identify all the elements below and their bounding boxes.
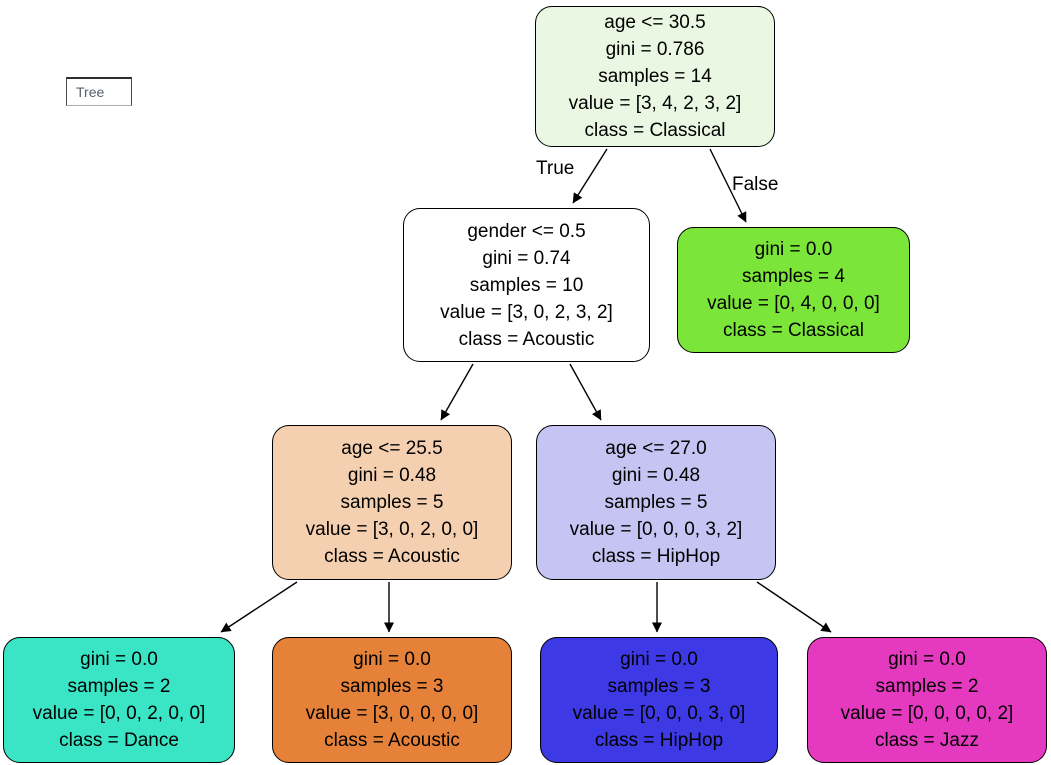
node-samples: samples = 2: [67, 676, 171, 697]
node-value: value = [0, 0, 0, 3, 0]: [572, 703, 746, 724]
node-class: class = Acoustic: [324, 546, 460, 567]
node-gini: gini = 0.0: [754, 239, 833, 260]
node-gini: gini = 0.48: [347, 465, 437, 486]
edge-gender-to-age270: [569, 363, 602, 421]
node-gender-split: gender <= 0.5 gini = 0.74 samples = 10 v…: [403, 208, 650, 362]
node-class: class = Acoustic: [458, 328, 595, 350]
node-split-rule: age <= 30.5: [604, 12, 706, 33]
node-class: class = HipHop: [594, 730, 724, 751]
node-split-rule: age <= 27.0: [605, 438, 707, 459]
node-leaf-acoustic: gini = 0.0 samples = 3 value = [3, 0, 0,…: [272, 637, 512, 763]
node-value: value = [0, 0, 0, 3, 2]: [569, 519, 743, 540]
node-samples: samples = 10: [469, 274, 584, 296]
node-samples: samples = 4: [742, 266, 845, 287]
node-gini: gini = 0.74: [482, 247, 571, 269]
node-value: value = [0, 0, 0, 0, 2]: [840, 703, 1014, 724]
node-class: class = Acoustic: [324, 730, 460, 751]
node-class: class = Classical: [584, 120, 726, 141]
node-class: class = Classical: [723, 320, 864, 341]
node-samples: samples = 14: [598, 66, 712, 87]
edge-age270-to-jazz: [756, 581, 832, 633]
node-age270-split: age <= 27.0 gini = 0.48 samples = 5 valu…: [536, 425, 776, 580]
node-class: class = Dance: [59, 730, 179, 751]
node-value: value = [3, 0, 2, 0, 0]: [305, 519, 479, 540]
node-split-rule: gender <= 0.5: [467, 220, 586, 242]
node-class: class = Jazz: [874, 730, 979, 751]
node-gini: gini = 0.786: [605, 39, 705, 60]
node-gini: gini = 0.0: [888, 649, 966, 670]
edge-gender-to-age255: [440, 363, 474, 421]
node-age255-split: age <= 25.5 gini = 0.48 samples = 5 valu…: [272, 425, 512, 580]
node-value: value = [3, 0, 2, 3, 2]: [440, 301, 613, 323]
edge-label-false: False: [732, 174, 779, 195]
node-samples: samples = 3: [340, 676, 444, 697]
tree-label: Tree: [76, 84, 105, 100]
edge-label-true: True: [536, 158, 575, 179]
node-value: value = [3, 4, 2, 3, 2]: [568, 93, 742, 114]
node-value: value = [0, 4, 0, 0, 0]: [707, 293, 880, 314]
node-leaf-jazz: gini = 0.0 samples = 2 value = [0, 0, 0,…: [807, 637, 1047, 763]
node-leaf-classical: gini = 0.0 samples = 4 value = [0, 4, 0,…: [677, 227, 910, 353]
node-value: value = [0, 0, 2, 0, 0]: [32, 703, 206, 724]
tree-label-box: Tree: [66, 77, 132, 106]
node-root: age <= 30.5 gini = 0.786 samples = 14 va…: [535, 6, 775, 147]
node-gini: gini = 0.0: [353, 649, 431, 670]
node-samples: samples = 2: [875, 676, 979, 697]
node-samples: samples = 5: [604, 492, 708, 513]
edge-age255-to-dance: [220, 581, 298, 633]
node-class: class = HipHop: [591, 546, 721, 567]
edge-root-to-classical: [709, 148, 747, 223]
node-samples: samples = 5: [340, 492, 444, 513]
node-samples: samples = 3: [607, 676, 711, 697]
node-value: value = [3, 0, 0, 0, 0]: [305, 703, 479, 724]
node-gini: gini = 0.0: [80, 649, 158, 670]
node-leaf-dance: gini = 0.0 samples = 2 value = [0, 0, 2,…: [3, 637, 235, 763]
edge-root-to-gender: [572, 148, 608, 204]
node-gini: gini = 0.48: [611, 465, 701, 486]
node-gini: gini = 0.0: [620, 649, 698, 670]
node-leaf-hiphop: gini = 0.0 samples = 3 value = [0, 0, 0,…: [540, 637, 778, 763]
node-split-rule: age <= 25.5: [341, 438, 443, 459]
